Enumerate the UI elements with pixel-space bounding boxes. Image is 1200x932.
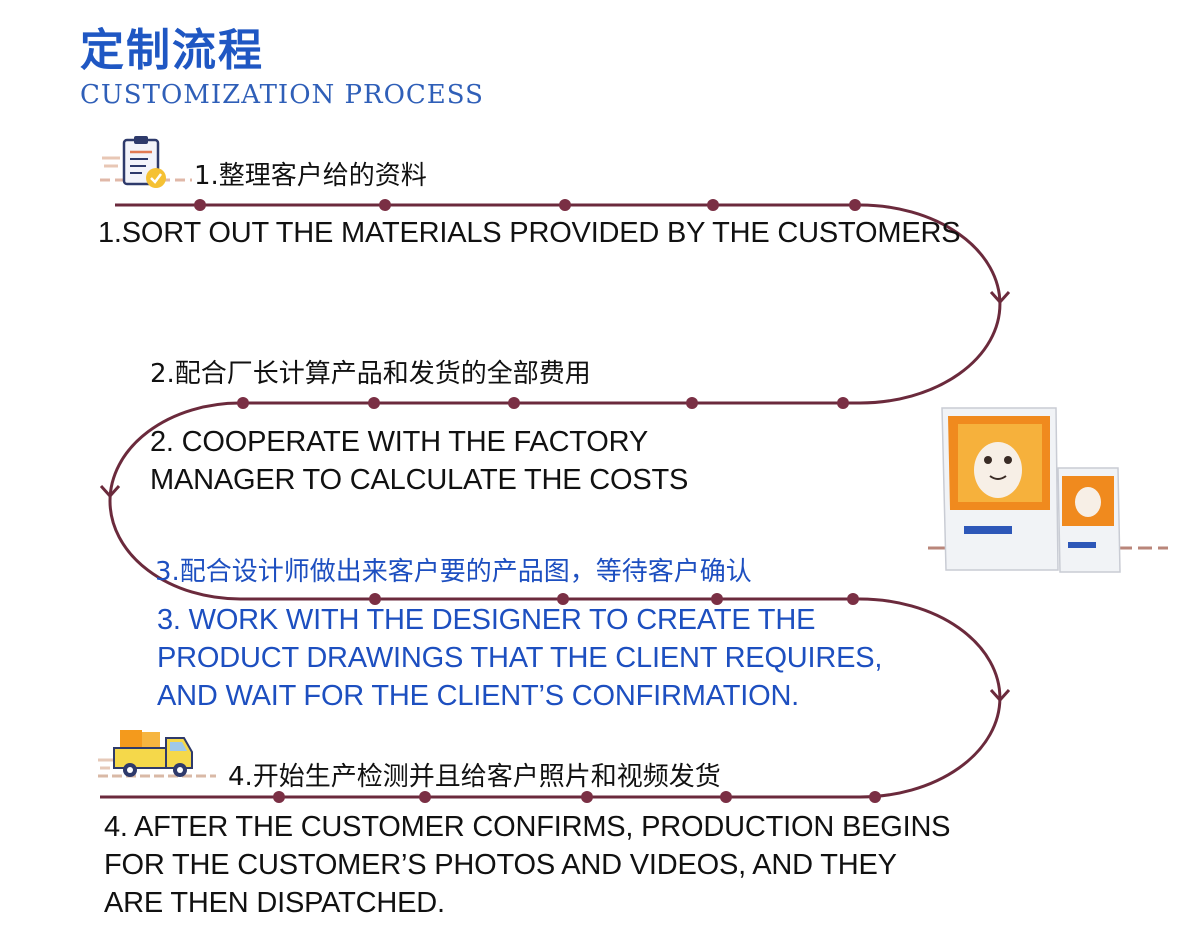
step-2-en-line: 2. COOPERATE WITH THE FACTORY xyxy=(150,426,649,458)
path-dot xyxy=(368,397,380,409)
step-1-cn: 1.整理客户给的资料 xyxy=(194,161,427,191)
page-subtitle: CUSTOMIZATION PROCESS xyxy=(80,80,484,110)
step-1-en: 1.SORT OUT THE MATERIALS PROVIDED BY THE… xyxy=(98,214,961,252)
product-bags-illustration xyxy=(928,402,1172,580)
page-title: 定制流程 xyxy=(80,25,264,76)
arrow-down-icon xyxy=(99,484,121,499)
step-4-en-line: FOR THE CUSTOMER’S PHOTOS AND VIDEOS, AN… xyxy=(104,849,897,881)
path-dot xyxy=(849,199,861,211)
step-2-en-line: MANAGER TO CALCULATE THE COSTS xyxy=(150,464,689,496)
step-4-en: 4. AFTER THE CUSTOMER CONFIRMS, PRODUCTI… xyxy=(104,808,951,922)
step-2-cn: 2.配合厂长计算产品和发货的全部费用 xyxy=(150,359,591,389)
step-4-icon-wrap xyxy=(96,720,220,784)
path-dot xyxy=(837,397,849,409)
arrow-down-icon xyxy=(989,290,1011,305)
step-4-en-line: ARE THEN DISPATCHED. xyxy=(104,887,445,919)
clipboard-check-icon xyxy=(100,136,192,188)
path-dot xyxy=(581,791,593,803)
step-4-en-line: 4. AFTER THE CUSTOMER CONFIRMS, PRODUCTI… xyxy=(104,811,951,843)
path-dot xyxy=(869,791,881,803)
product-bags-icon xyxy=(928,407,1168,573)
path-dot xyxy=(686,397,698,409)
path-dot xyxy=(237,397,249,409)
path-dot xyxy=(707,199,719,211)
path-dot xyxy=(711,593,723,605)
path-dot xyxy=(379,199,391,211)
step-1-en-line: 1.SORT OUT THE MATERIALS PROVIDED BY THE… xyxy=(98,217,961,249)
path-dot xyxy=(508,397,520,409)
step-1-icon-wrap xyxy=(98,132,194,196)
path-dot xyxy=(847,593,859,605)
step-3-en-line: AND WAIT FOR THE CLIENT’S CONFIRMATION. xyxy=(157,680,800,712)
path-dot xyxy=(419,791,431,803)
step-3-en: 3. WORK WITH THE DESIGNER TO CREATE THE … xyxy=(157,601,882,715)
step-2-en: 2. COOPERATE WITH THE FACTORY MANAGER TO… xyxy=(150,423,688,499)
path-dot xyxy=(273,791,285,803)
path-dot xyxy=(557,593,569,605)
step-3-en-line: PRODUCT DRAWINGS THAT THE CLIENT REQUIRE… xyxy=(157,642,883,674)
arrow-down-icon xyxy=(989,688,1011,703)
step-3-en-line: 3. WORK WITH THE DESIGNER TO CREATE THE xyxy=(157,604,816,636)
path-dot xyxy=(369,593,381,605)
path-dot xyxy=(559,199,571,211)
path-dot xyxy=(194,199,206,211)
delivery-truck-icon xyxy=(98,730,216,778)
step-4-cn: 4.开始生产检测并且给客户照片和视频发货 xyxy=(228,762,721,792)
step-3-cn: 3.配合设计师做出来客户要的产品图，等待客户确认 xyxy=(155,557,752,587)
path-dot xyxy=(720,791,732,803)
